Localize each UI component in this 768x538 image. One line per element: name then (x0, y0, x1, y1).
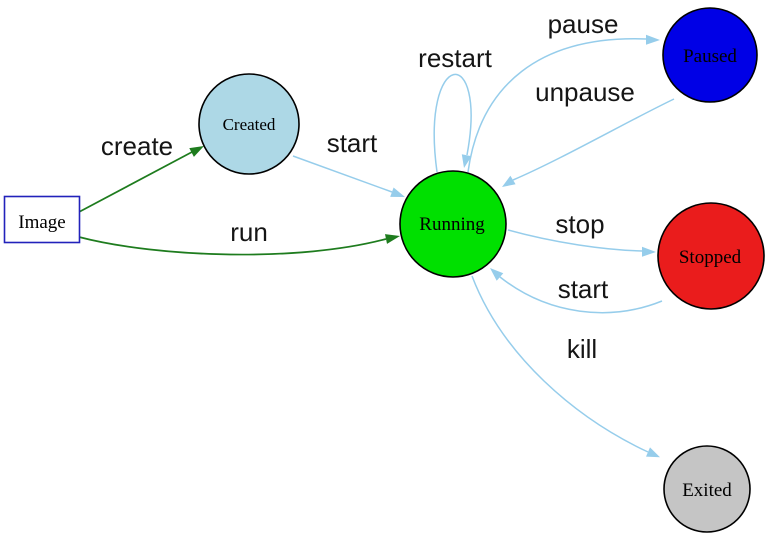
edge-stop (507, 229, 643, 252)
exited-node-label: Exited (682, 480, 732, 501)
edge-label-create: create (101, 131, 173, 161)
edge-create (78, 151, 193, 213)
image-node-label: Image (18, 212, 65, 233)
edge-labels-layer: create run start restart pause unpause s… (101, 9, 635, 364)
edge-label-stop: stop (555, 209, 604, 239)
restart-arrowhead-icon (461, 154, 472, 168)
edge-kill (471, 275, 649, 453)
node-image: Image (3, 195, 81, 244)
run-arrowhead-icon (385, 234, 400, 244)
created-node-circle (198, 73, 300, 175)
image-node-box (3, 195, 81, 244)
paused-node-circle (662, 7, 758, 103)
node-exited: Exited (663, 445, 751, 533)
stopped-node-label: Stopped (679, 247, 742, 268)
stopped-node-circle (657, 202, 765, 310)
edge-label-pause: pause (548, 9, 619, 39)
pause-arrowhead-icon (646, 34, 660, 45)
created-node-label: Created (223, 115, 276, 134)
unpause-arrowhead-icon (502, 175, 516, 187)
node-paused: Paused (662, 7, 758, 103)
start-arrowhead-icon (390, 187, 405, 197)
edge-restart (433, 73, 472, 173)
edge-start-created-running (292, 155, 393, 193)
start2-arrowhead-icon (490, 268, 504, 281)
running-node-circle (399, 170, 507, 278)
node-created: Created (198, 73, 300, 175)
stop-arrowhead-icon (642, 246, 656, 257)
node-running: Running (399, 170, 507, 278)
node-stopped: Stopped (657, 202, 765, 310)
edge-run (78, 236, 387, 256)
edge-unpause (512, 98, 675, 181)
create-arrowhead-icon (189, 146, 204, 157)
paused-node-label: Paused (683, 46, 737, 67)
edge-label-start-stopped: start (558, 274, 609, 304)
edge-start-stopped-running (499, 276, 663, 314)
nodes-layer: Image Created Running Paused Stopped Exi (3, 7, 765, 533)
edge-label-start-created: start (327, 128, 378, 158)
kill-arrowhead-icon (646, 447, 660, 458)
edge-pause (467, 38, 647, 173)
edge-label-run: run (230, 217, 268, 247)
exited-node-circle (663, 445, 751, 533)
running-node-label: Running (419, 214, 485, 235)
edges-layer (78, 34, 675, 458)
edge-label-restart: restart (418, 43, 492, 73)
edge-label-unpause: unpause (535, 77, 635, 107)
edge-label-kill: kill (567, 334, 597, 364)
